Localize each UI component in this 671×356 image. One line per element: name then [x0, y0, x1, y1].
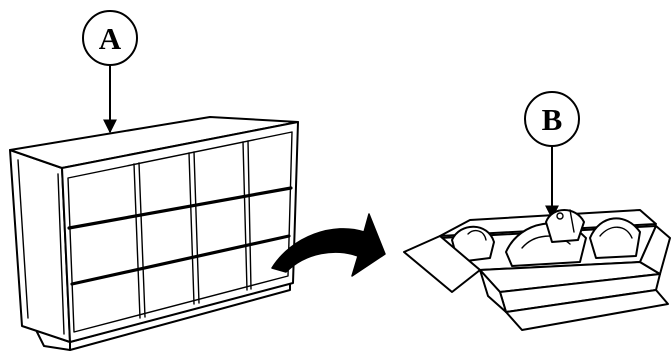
cabinet-front [61, 121, 299, 343]
callout-a: A [82, 10, 138, 134]
transfer-arrow-shape [271, 213, 386, 277]
open-box [403, 209, 671, 331]
cabinet [9, 116, 299, 351]
transfer-arrow [271, 213, 386, 277]
callout-b: B [524, 91, 580, 220]
callout-b-label: B [542, 102, 563, 137]
callout-a-label: A [99, 21, 122, 56]
packed-items [451, 209, 641, 267]
